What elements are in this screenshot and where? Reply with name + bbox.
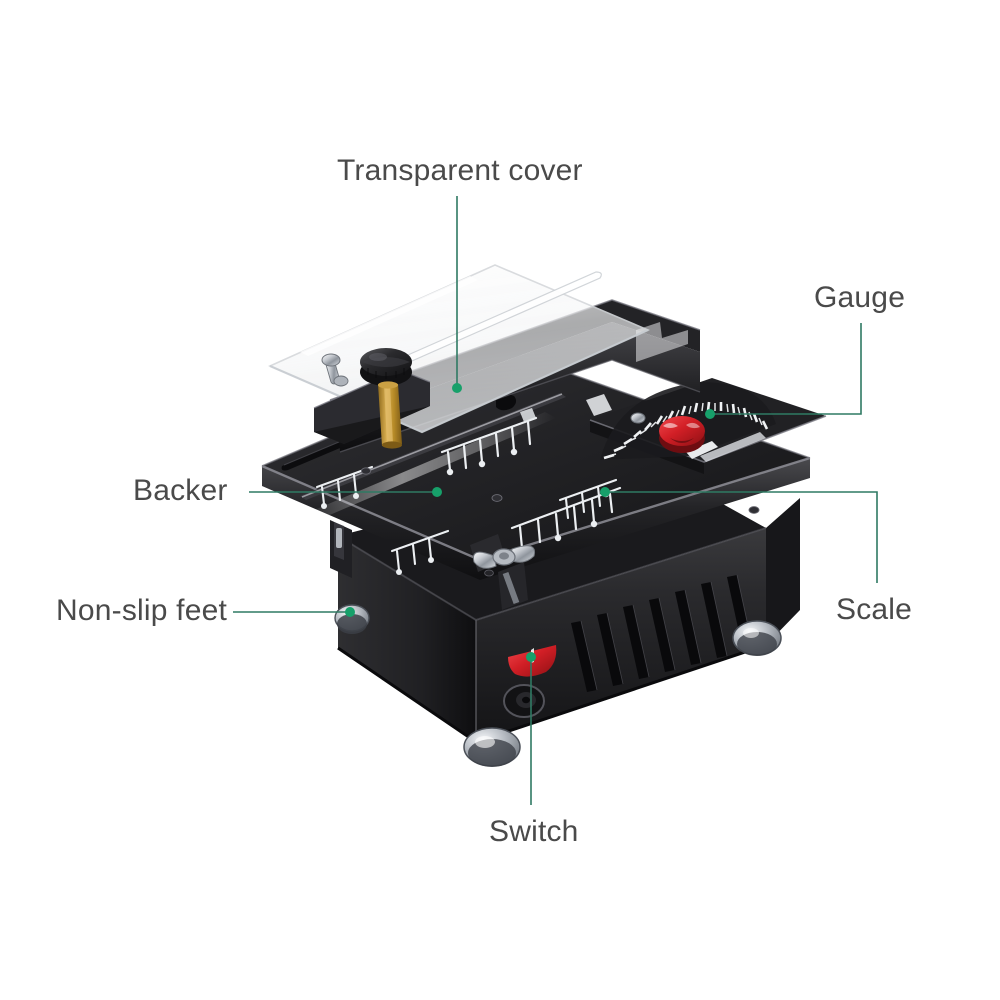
gauge-ticks bbox=[603, 401, 769, 460]
dc-jack[interactable] bbox=[503, 684, 545, 718]
callout-label-gauge: Gauge bbox=[814, 281, 906, 314]
callout-leaders bbox=[233, 196, 878, 805]
callout-label-transparent-cover: Transparent cover bbox=[337, 154, 583, 187]
dot-non-slip-feet bbox=[345, 607, 355, 617]
clamp-bracket bbox=[470, 534, 536, 610]
housing-right-face bbox=[766, 498, 800, 645]
dot-backer bbox=[432, 487, 442, 497]
table-specular bbox=[300, 412, 556, 523]
callout-label-backer: Backer bbox=[133, 474, 228, 507]
throat-insert bbox=[496, 394, 517, 411]
left-side-bracket bbox=[330, 520, 352, 578]
adjust-knob[interactable] bbox=[360, 348, 412, 386]
housing-front-panel bbox=[476, 528, 766, 742]
acrylic-glint bbox=[300, 276, 478, 356]
gauge-screw bbox=[630, 412, 646, 424]
scale-ruler-center-top bbox=[440, 416, 538, 476]
acrylic-thickness bbox=[269, 328, 649, 434]
transparent-cover[interactable] bbox=[268, 264, 650, 449]
scale-ruler-left-lower bbox=[390, 529, 450, 575]
non-slip-feet bbox=[334, 604, 782, 767]
wing-nut[interactable] bbox=[472, 545, 536, 569]
dot-transparent-cover bbox=[452, 383, 462, 393]
callout-label-switch: Switch bbox=[489, 815, 579, 848]
callout-dots bbox=[345, 383, 715, 662]
gauge[interactable] bbox=[600, 382, 776, 462]
brass-post bbox=[378, 381, 402, 449]
clamp-post-highlight bbox=[502, 571, 520, 605]
callout-label-scale: Scale bbox=[836, 593, 913, 626]
housing-top-highlight bbox=[337, 527, 767, 622]
table-surface bbox=[262, 356, 810, 560]
fence-scale-strip bbox=[520, 394, 612, 422]
dot-scale bbox=[600, 487, 610, 497]
foot-right bbox=[732, 620, 782, 656]
leader-gauge bbox=[710, 323, 862, 415]
table-screws bbox=[360, 467, 760, 577]
callout-label-non-slip-feet: Non-slip feet bbox=[56, 594, 228, 627]
cover-thumbscrew[interactable] bbox=[321, 353, 349, 387]
foot-front-center bbox=[463, 727, 521, 767]
dot-gauge bbox=[705, 409, 715, 419]
fence-notch bbox=[636, 322, 688, 362]
leader-scale bbox=[605, 491, 878, 583]
housing-front-face bbox=[338, 536, 476, 742]
dot-switch bbox=[526, 652, 536, 662]
gauge-pointer bbox=[686, 432, 766, 462]
scale-ruler-right bbox=[558, 478, 618, 520]
table-edge bbox=[262, 458, 810, 580]
gauge-knob[interactable] bbox=[659, 416, 705, 453]
